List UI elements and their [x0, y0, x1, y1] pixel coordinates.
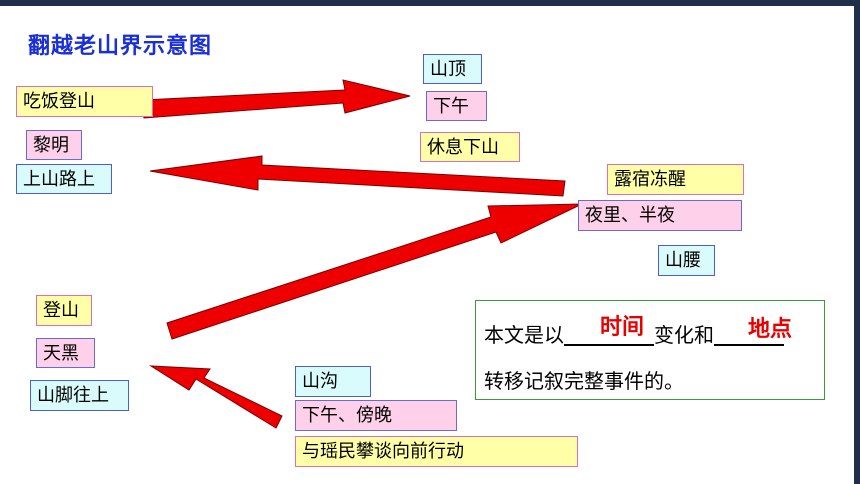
label-foot-upward: 山脚往上 [30, 380, 129, 411]
label-dawn: 黎明 [26, 130, 82, 160]
label-rest-descend: 休息下山 [420, 132, 520, 162]
label-climb: 登山 [36, 295, 92, 326]
label-mountainside: 山腰 [658, 245, 715, 276]
label-afternoon: 下午 [426, 91, 487, 121]
label-eat-and-climb: 吃饭登山 [16, 86, 153, 117]
label-gully: 山沟 [295, 366, 371, 397]
summary-text-3: 转移记叙完整事件的。 [484, 369, 684, 393]
label-camp-cold-wake: 露宿冻醒 [607, 164, 744, 195]
right-frame-bar [854, 0, 860, 484]
summary-line-1: 本文是以 变化和 [484, 319, 784, 348]
diagram-title: 翻越老山界示意图 [28, 34, 213, 59]
label-on-the-path: 上山路上 [16, 164, 112, 194]
blank-2 [714, 324, 784, 346]
arrow-foot-to-summit [142, 79, 411, 119]
label-talk-with-yao: 与瑶民攀谈向前行动 [295, 436, 578, 467]
blank-1 [564, 324, 654, 346]
label-dark: 天黑 [36, 338, 95, 368]
summary-text-2: 变化和 [654, 323, 714, 347]
arrow-gully-to-base [149, 365, 283, 429]
label-summit: 山顶 [423, 54, 482, 84]
arrow-base-to-night [166, 203, 583, 340]
label-late-afternoon: 下午、傍晚 [295, 400, 457, 431]
top-frame-bar [0, 0, 860, 6]
label-night: 夜里、半夜 [578, 200, 742, 231]
arrow-camp-to-path [149, 155, 566, 197]
answer-time: 时间 [600, 315, 645, 340]
answer-place: 地点 [748, 317, 793, 342]
summary-text-1: 本文是以 [484, 323, 564, 347]
summary-box: 本文是以 变化和 转移记叙完整事件的。 时间 地点 [475, 300, 825, 400]
